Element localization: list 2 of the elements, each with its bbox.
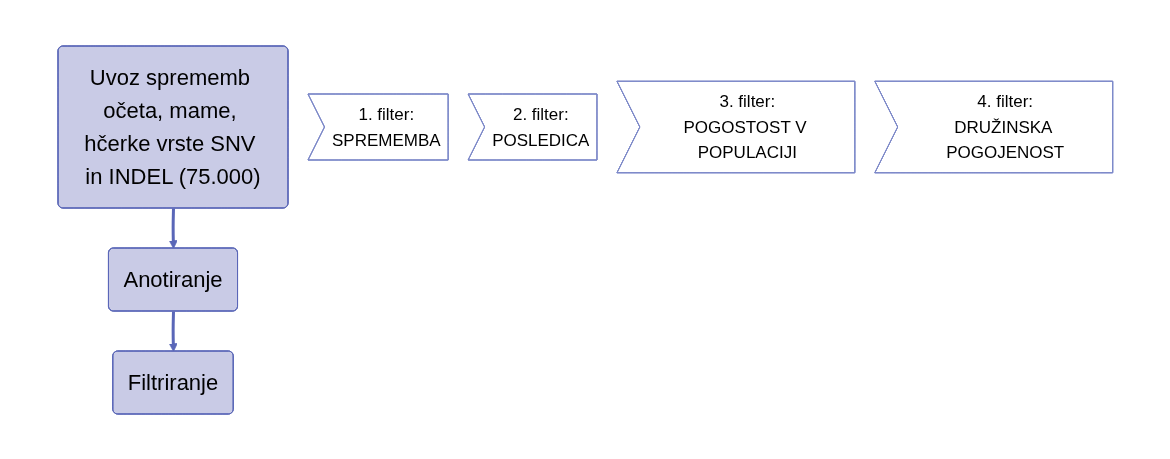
arrow bbox=[168, 310, 178, 352]
arrow bbox=[168, 207, 178, 249]
